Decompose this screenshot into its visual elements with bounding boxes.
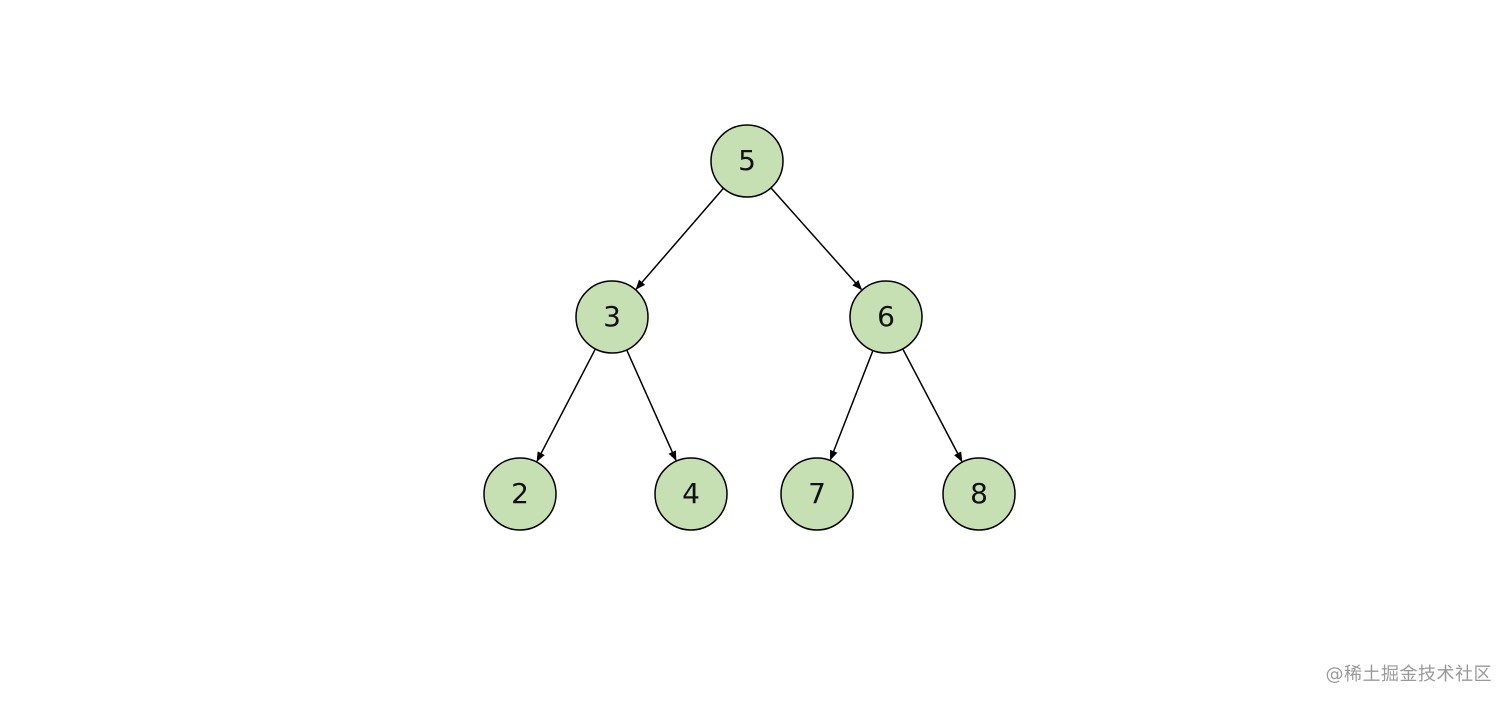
node-label: 3 xyxy=(603,300,621,333)
edge-n5-n6 xyxy=(770,187,863,291)
edges xyxy=(536,187,963,463)
tree-node-7: 7 xyxy=(780,457,854,531)
tree-node-4: 4 xyxy=(654,457,728,531)
tree-node-2: 2 xyxy=(483,457,557,531)
edge-n6-n8 xyxy=(902,348,963,463)
node-label: 6 xyxy=(877,300,895,333)
node-circle xyxy=(654,457,728,531)
node-circle xyxy=(849,280,923,354)
edge-n6-n7 xyxy=(829,350,874,461)
node-circle xyxy=(710,124,784,198)
nodes: 5 3 6 2 4 7 8 xyxy=(483,124,1016,531)
node-label: 2 xyxy=(511,477,529,510)
node-label: 5 xyxy=(738,144,756,177)
edge-n3-n2 xyxy=(536,348,597,463)
node-circle xyxy=(483,457,557,531)
watermark-text: @稀土掘金技术社区 xyxy=(1325,664,1492,685)
edge-n3-n4 xyxy=(625,349,677,462)
node-circle xyxy=(575,280,649,354)
node-circle xyxy=(942,457,1016,531)
tree-node-5: 5 xyxy=(710,124,784,198)
node-circle xyxy=(780,457,854,531)
tree-node-8: 8 xyxy=(942,457,1016,531)
node-label: 8 xyxy=(970,477,988,510)
tree-node-3: 3 xyxy=(575,280,649,354)
tree-node-6: 6 xyxy=(849,280,923,354)
node-label: 4 xyxy=(682,477,700,510)
edge-n5-n3 xyxy=(635,187,725,290)
node-label: 7 xyxy=(808,477,826,510)
